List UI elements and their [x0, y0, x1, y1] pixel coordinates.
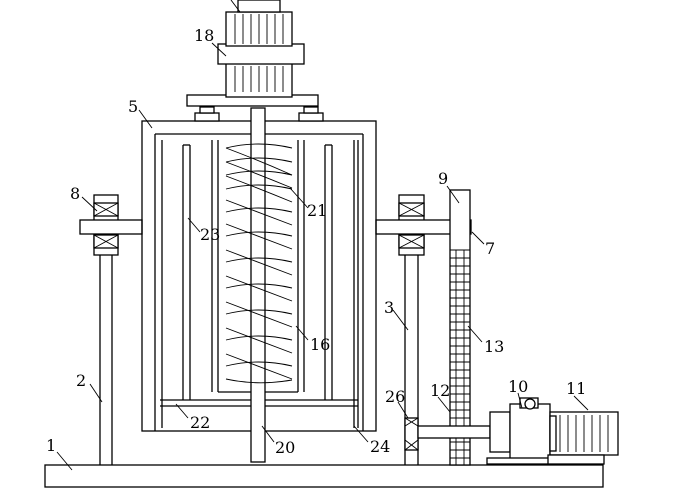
label-1: 1 [46, 436, 56, 455]
label-23: 23 [200, 225, 220, 244]
base-plate [44, 464, 604, 488]
label-18: 18 [194, 26, 214, 45]
label-21: 21 [307, 201, 327, 220]
label-20: 20 [275, 438, 295, 457]
part-labels: 1 2 3 5 7 8 9 10 11 12 13 16 18 20 21 22… [46, 26, 586, 457]
label-7: 7 [485, 239, 495, 258]
leader-lines [56, 0, 589, 471]
label-11: 11 [566, 379, 586, 398]
label-5: 5 [128, 97, 138, 116]
label-8: 8 [70, 184, 80, 203]
label-12: 12 [430, 381, 450, 400]
drive-shaft [417, 425, 491, 439]
top-motor [186, 0, 319, 107]
label-9: 9 [438, 169, 448, 188]
left-pivot-shaft [79, 219, 143, 235]
spiral-blade [225, 143, 293, 384]
drive-motor [547, 411, 619, 465]
label-2: 2 [76, 371, 86, 390]
side-rails [161, 140, 359, 428]
label-26: 26 [385, 387, 405, 406]
label-24: 24 [370, 437, 390, 456]
gearbox [486, 397, 552, 465]
lower-bearing [404, 417, 419, 451]
label-3: 3 [384, 298, 394, 317]
label-22: 22 [190, 413, 210, 432]
gear-rack [449, 189, 471, 466]
mixing-shaft [250, 107, 266, 463]
label-13: 13 [484, 337, 504, 356]
left-support-column [99, 255, 113, 465]
label-16: 16 [310, 335, 330, 354]
label-10: 10 [508, 377, 528, 396]
top-bolts [194, 106, 324, 122]
